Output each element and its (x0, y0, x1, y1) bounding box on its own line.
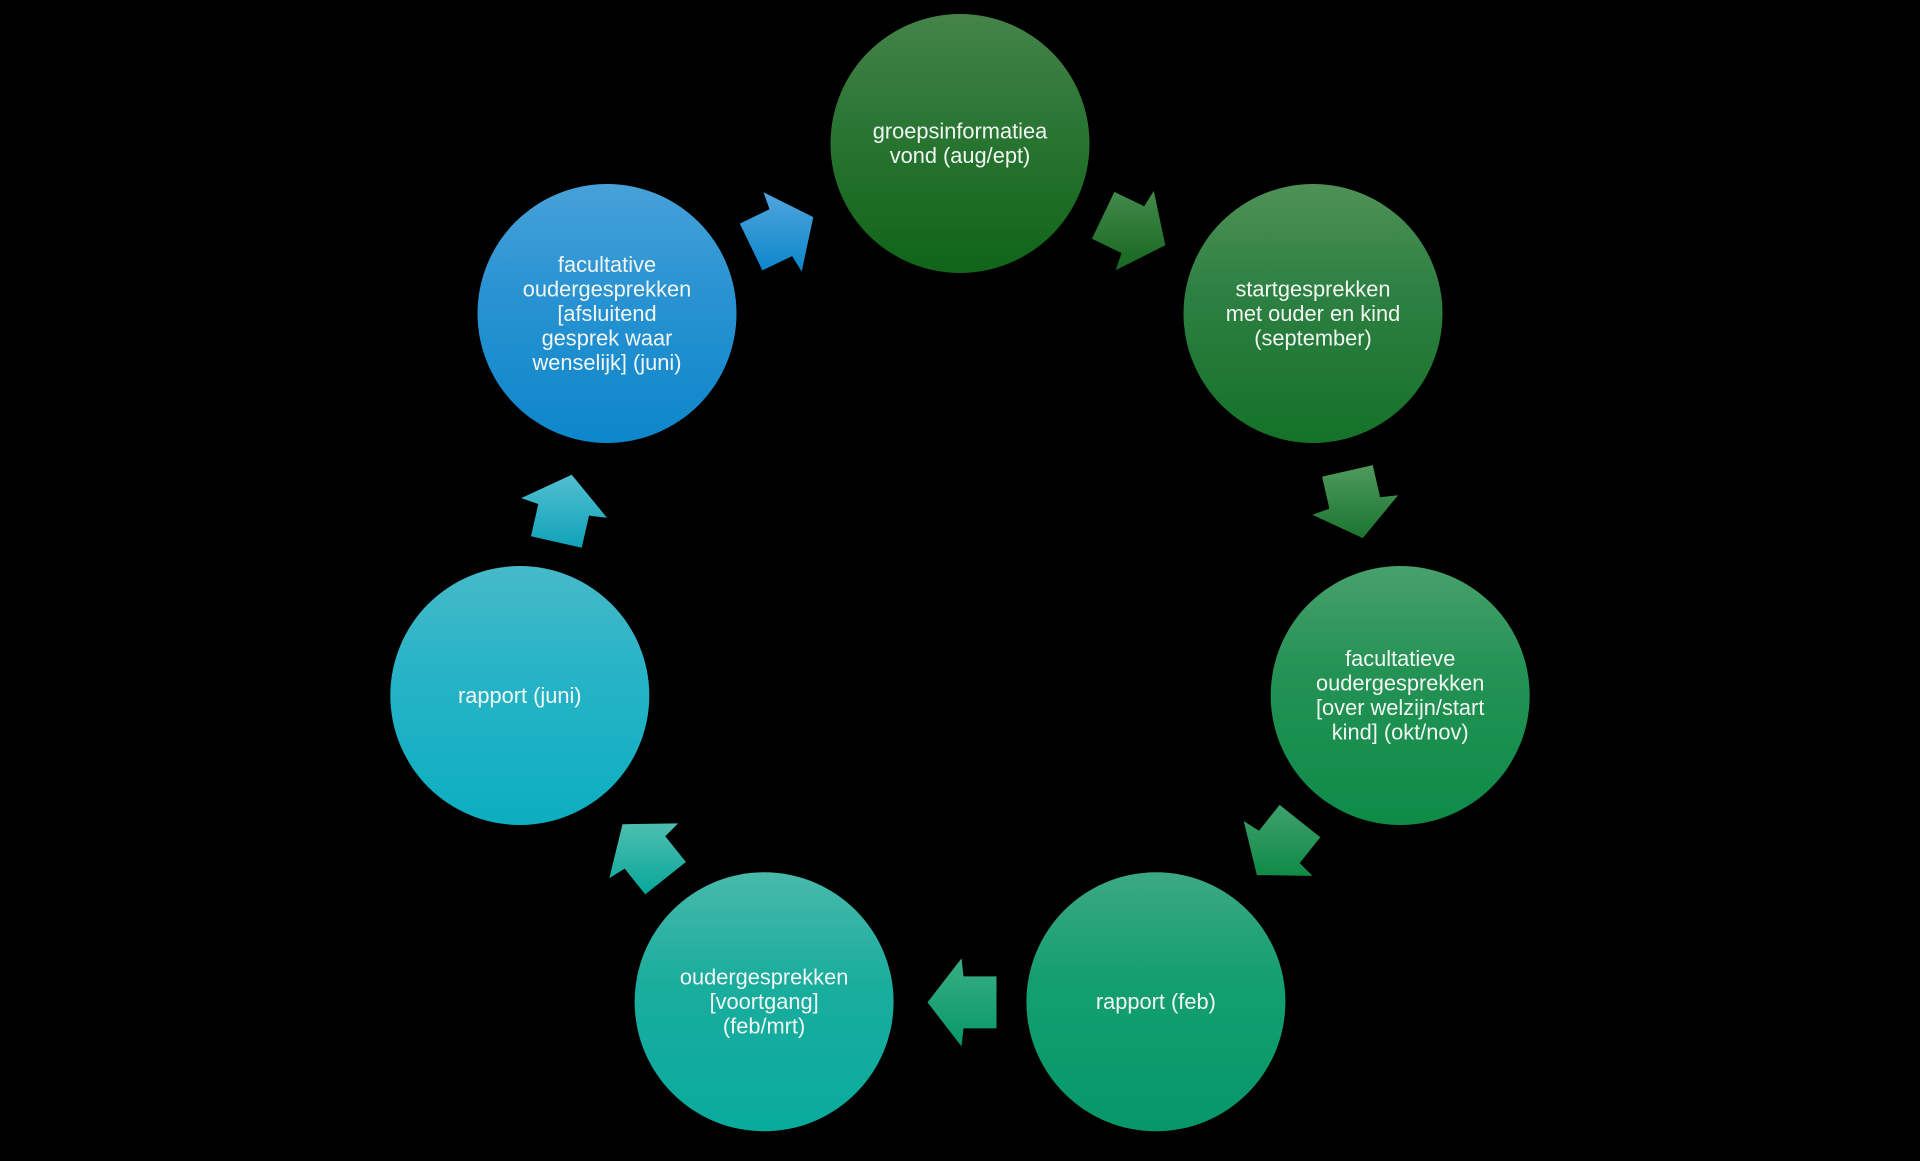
svg-text:[voortgang]: [voortgang] (710, 989, 819, 1014)
svg-text:met ouder en kind: met ouder en kind (1226, 301, 1400, 326)
svg-text:facultatieve: facultatieve (1345, 646, 1455, 671)
svg-text:groepsinformatiea: groepsinformatiea (873, 119, 1048, 144)
svg-text:oudergesprekken: oudergesprekken (680, 965, 848, 990)
svg-text:startgesprekken: startgesprekken (1235, 276, 1390, 301)
svg-text:rapport (feb): rapport (feb) (1096, 989, 1216, 1014)
svg-text:gesprek waar: gesprek waar (542, 325, 673, 350)
svg-text:oudergesprekken: oudergesprekken (523, 276, 691, 301)
svg-text:[over welzijn/start: [over welzijn/start (1316, 695, 1484, 720)
svg-text:rapport (juni): rapport (juni) (458, 683, 582, 708)
svg-text:oudergesprekken: oudergesprekken (1316, 671, 1484, 696)
svg-text:[afsluitend: [afsluitend (557, 301, 656, 326)
svg-text:(september): (september) (1254, 325, 1372, 350)
svg-text:(feb/mrt): (feb/mrt) (723, 1014, 805, 1039)
svg-text:kind] (okt/nov): kind] (okt/nov) (1332, 720, 1469, 745)
svg-text:vond (aug/ept): vond (aug/ept) (890, 143, 1031, 168)
svg-text:wenselijk] (juni): wenselijk] (juni) (532, 350, 682, 375)
svg-text:facultative: facultative (558, 252, 656, 277)
